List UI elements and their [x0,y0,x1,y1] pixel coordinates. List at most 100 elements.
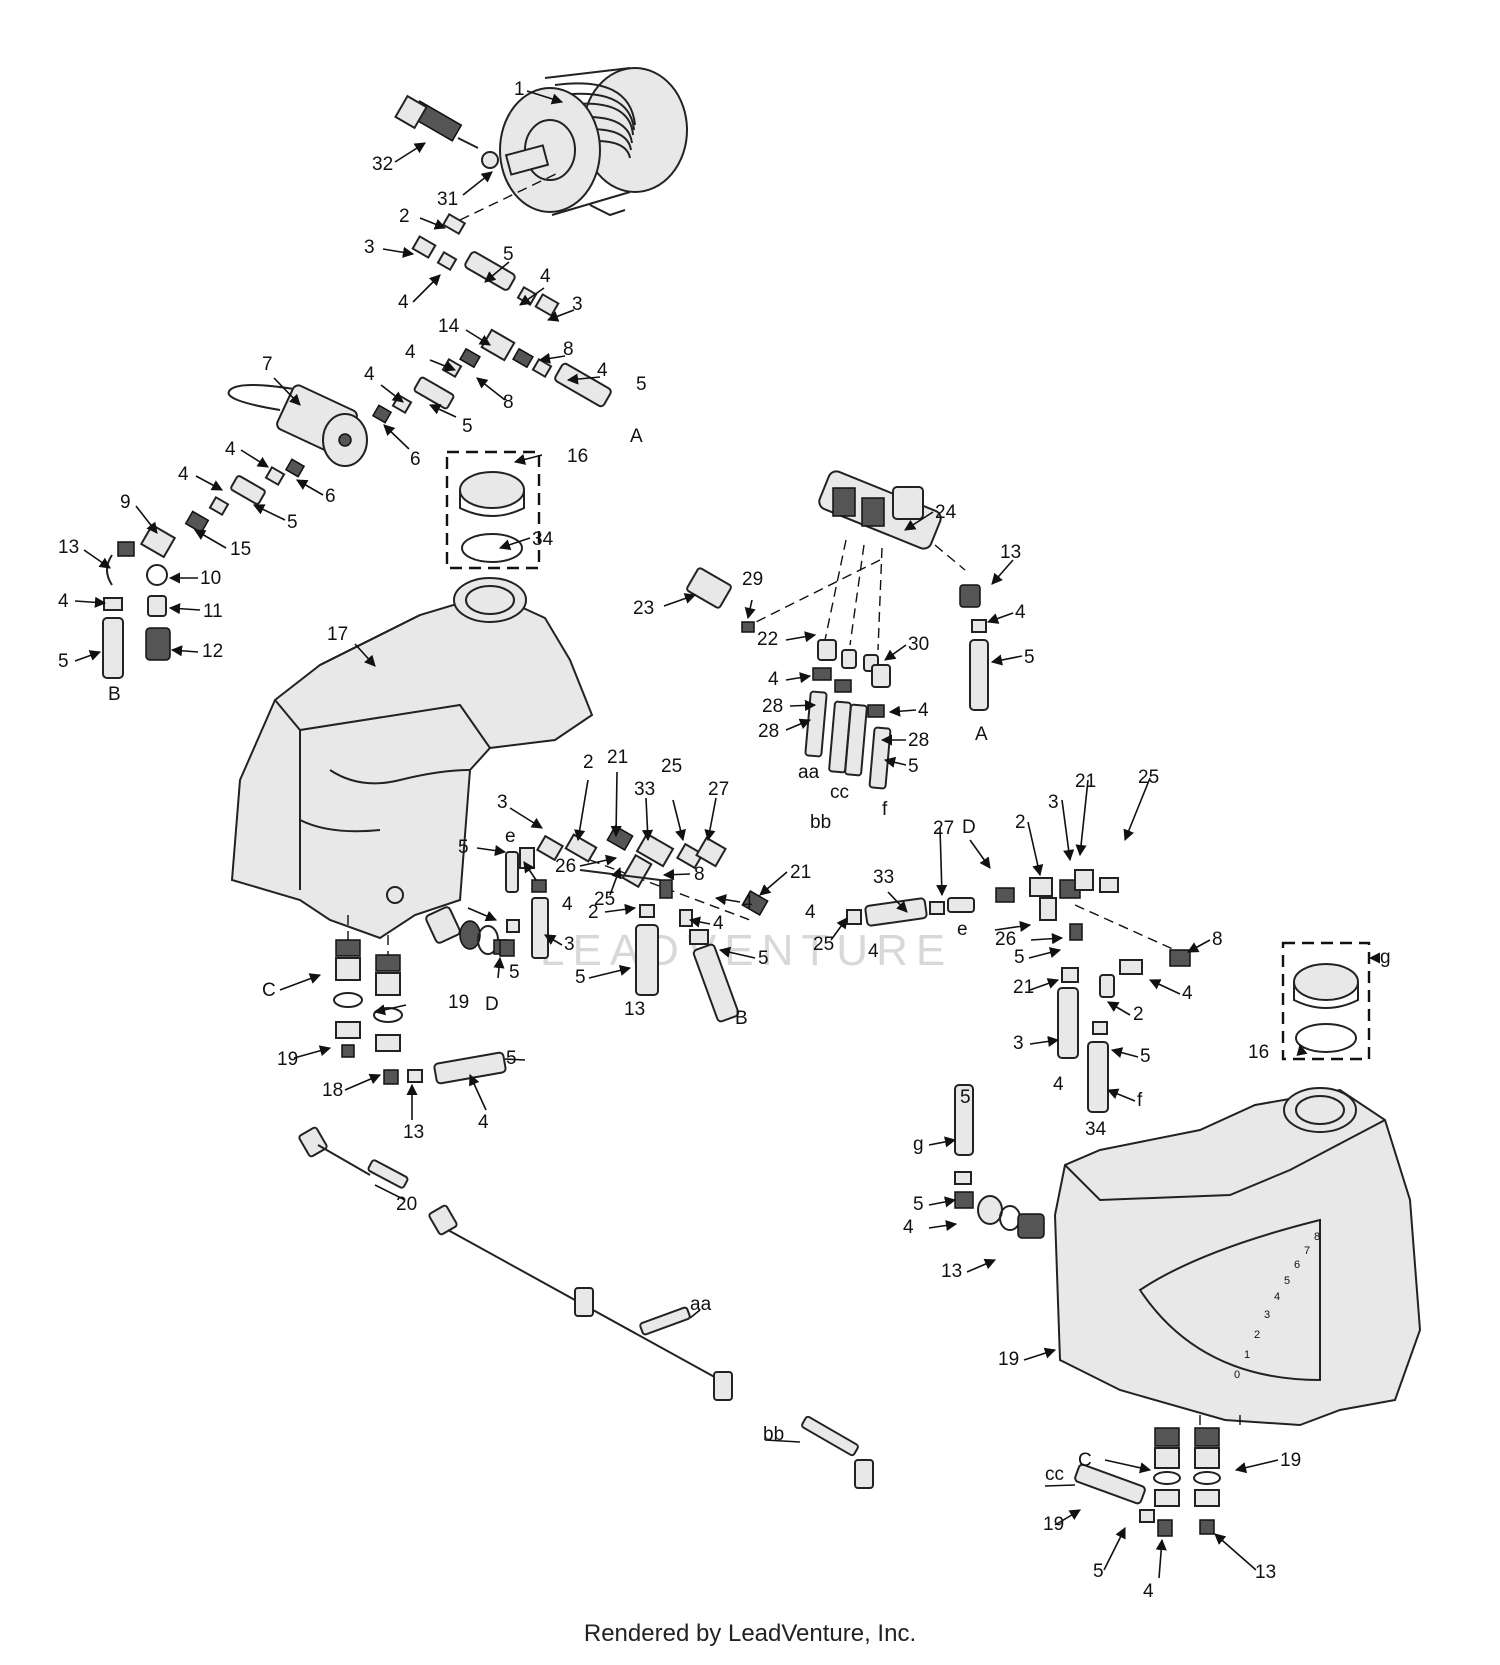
callout-8: 8 [694,864,705,885]
callout-32: 32 [372,154,393,175]
callout-4: 5 [913,1194,924,1215]
callout-34: 34 [532,529,554,550]
callout-4: 4 [597,360,608,381]
tank20-fittings [954,1084,1241,1537]
callout-29: 29 [742,569,763,590]
scale-7: 7 [1304,1245,1310,1257]
callout-2: 4 [742,892,753,913]
callout-15: 15 [230,539,251,560]
callout-A: A [975,724,988,745]
callout-4: 4 [768,669,779,690]
callout-16: g [1380,947,1391,968]
callout-25: 26 [995,929,1016,950]
callout-3: 3 [572,294,583,315]
callout-10: 10 [200,568,221,589]
callout-g: 34 [1085,1119,1107,1140]
callout-f: 4 [1053,1074,1064,1095]
callout-2: 4 [1182,983,1193,1004]
pump [227,384,368,467]
callout-D: 5 [506,1048,517,1069]
callout-25: 21 [1075,771,1096,792]
callout-aa: 20 [396,1194,417,1215]
callout-19: 19 [1280,1450,1301,1471]
callout-13: D [485,994,499,1015]
tank17-bottom-fittings [333,906,509,1085]
callout-aa: aa [798,762,820,783]
callout-33: 3 [1048,792,1059,813]
scale-6: 6 [1294,1259,1300,1271]
callout-3: 3 [497,792,508,813]
callout-5: 5 [458,837,469,858]
callout-g: 5 [960,1087,971,1108]
callout-13: 13 [58,537,79,558]
leader-lines [74,90,1381,1579]
callout-21: 21 [607,747,628,768]
callout-5: 4 [478,1112,489,1133]
callout-e: e [505,826,516,847]
callout-19: 19 [448,992,469,1013]
callout-28: 28 [908,730,929,751]
callout-4: 2 [588,902,599,923]
callout-27: 27 [708,779,729,800]
callout-12: 12 [202,641,223,662]
callout-19: C [262,980,276,1001]
callout-6: 6 [410,449,421,470]
callout-3: 4 [713,913,724,934]
callout-13: 13 [1000,542,1021,563]
callout-28: 28 [762,696,783,717]
callout-13: 4 [1143,1581,1154,1602]
callout-8: 8 [503,392,514,413]
tank20-scale: 0 1 2 3 4 5 6 7 8 [1234,1231,1320,1381]
callout-30: 30 [908,634,929,655]
callout-5: 19 [1043,1514,1064,1535]
callout-5: 5 [908,756,919,777]
callout-22: 22 [757,629,778,650]
callout-5: 5 [503,244,514,265]
scale-3: 3 [1264,1309,1270,1321]
callout-31: 31 [437,189,458,210]
callout-25: 25 [661,756,682,777]
callout-B: B [108,684,121,705]
callout-25: 25 [594,889,615,910]
callout-5: 5 [58,651,69,672]
callout-2: D [962,817,976,838]
callout-11: 11 [203,601,223,622]
scale-5: 5 [1284,1275,1290,1287]
hose-reel [499,67,688,217]
callout-2: 2 [583,752,594,773]
callout-1: 1 [514,79,525,100]
callout-8: 5 [1014,947,1025,968]
callout-28: 28 [758,721,779,742]
callout-5: 3 [1013,1033,1024,1054]
callout-5: 5 [758,948,769,969]
callout-5: 5 [287,512,298,533]
callout-e: 4 [805,902,816,923]
callout-2: 2 [399,206,410,227]
callout-6: 6 [325,486,336,507]
callout-9: 9 [120,492,131,513]
callout-4: 5 [1093,1561,1104,1582]
callout-4: 13 [403,1122,424,1143]
scale-2: 2 [1254,1329,1260,1341]
callout-bb: aa [690,1294,712,1315]
callout-4: 4 [1015,602,1026,623]
callout-cc: bb [763,1424,784,1445]
callout-4: 4 [398,292,409,313]
tank-20 [1053,1087,1422,1427]
callout-4: 25 [813,934,834,955]
callout-16: 16 [567,446,588,467]
callout-C: B [735,1008,748,1029]
callout-8: 8 [563,339,574,360]
callout-18: 13 [1255,1562,1276,1583]
spray-gun [394,94,499,169]
callout-5: 5 [462,416,473,437]
callout-34: 16 [1248,1042,1269,1063]
callout-4: 21 [1013,977,1034,998]
callout-4: 4 [918,700,929,721]
callout-4: 5 [1140,1046,1151,1067]
callout-D: 5 [509,962,520,983]
callout-3: 3 [364,237,375,258]
scale-4: 4 [1274,1291,1280,1303]
callout-5: 4 [868,941,879,962]
callout-23: 23 [633,598,654,619]
